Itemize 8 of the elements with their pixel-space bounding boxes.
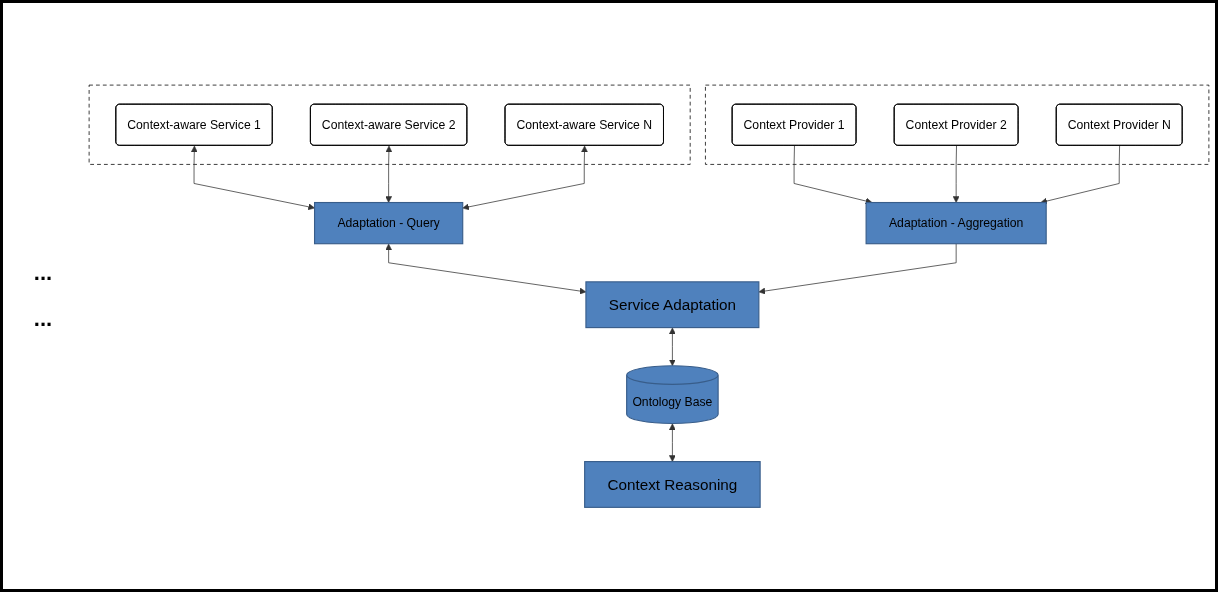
node-box: Context Reasoning [584, 460, 761, 508]
node-box: Adaptation - Query [314, 201, 464, 245]
node-box: Adaptation - Aggregation [865, 201, 1047, 245]
ellipsis-label: ... [33, 306, 53, 332]
ellipsis-label: ... [33, 260, 53, 286]
cluster [88, 84, 691, 165]
cluster [705, 84, 1210, 165]
node-box: Service Adaptation [585, 281, 760, 328]
